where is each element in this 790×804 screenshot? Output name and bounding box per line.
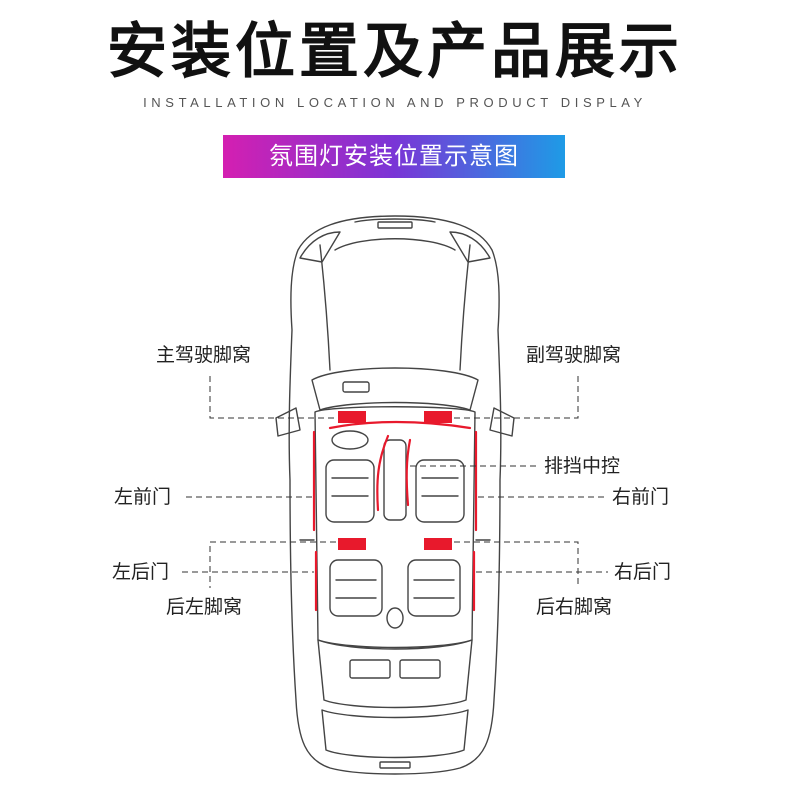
label-driver-footwell: 主驾驶脚窝 — [156, 344, 252, 366]
driver-footwell-light — [338, 411, 366, 423]
front-seat-left-detail — [331, 477, 369, 497]
strip-dashboard — [328, 420, 472, 430]
rear-seat-left — [329, 559, 383, 617]
mirror-left — [275, 407, 301, 437]
page-subtitle: INSTALLATION LOCATION AND PRODUCT DISPLA… — [143, 95, 647, 110]
passenger-footwell-light — [424, 411, 452, 423]
dash-screen — [342, 381, 370, 393]
label-right-rear-door: 右后门 — [614, 561, 672, 583]
headlight-right — [449, 231, 491, 263]
strip-console-left — [376, 434, 390, 512]
hood-center-curve — [334, 238, 456, 251]
diagram-banner: 氛围灯安装位置示意图 — [223, 135, 565, 178]
rear-seat-left-detail — [335, 579, 377, 599]
front-plate — [377, 221, 413, 229]
label-left-rear-door: 左后门 — [112, 561, 170, 583]
hood-left-line — [319, 244, 331, 371]
rear-window-detail-left — [349, 659, 391, 679]
rear-seat-right — [407, 559, 461, 617]
front-seat-right-detail — [421, 477, 459, 497]
interior-frame — [314, 406, 476, 649]
hood-right-line — [459, 244, 471, 371]
leader-lines — [182, 376, 608, 588]
label-left-front-door: 左前门 — [114, 486, 172, 508]
rear-seat-right-detail — [413, 579, 455, 599]
rear-plate — [379, 761, 411, 769]
label-rear-right-footwell: 后右脚窝 — [536, 596, 613, 618]
car-top-view-icon — [275, 215, 515, 775]
footwell-lights — [338, 411, 452, 550]
ambient-strips — [312, 420, 478, 612]
rear-window-detail-right — [399, 659, 441, 679]
front-seat-left — [325, 459, 375, 523]
label-center-console: 排挡中控 — [544, 455, 621, 477]
leader-rear-right-footwell — [454, 541, 579, 588]
label-rear-left-footwell: 后左脚窝 — [166, 596, 243, 618]
rear-hump — [386, 607, 404, 629]
front-seat-right — [415, 459, 465, 523]
headlight-left — [299, 231, 341, 263]
trunk-lid — [321, 709, 469, 759]
rear-window — [317, 639, 473, 709]
rear-right-footwell-light — [424, 538, 452, 550]
car-body-outline — [288, 215, 502, 775]
label-passenger-footwell: 副驾驶脚窝 — [526, 344, 622, 366]
leader-driver-footwell — [209, 376, 336, 419]
page-title: 安装位置及产品展示 — [107, 17, 683, 87]
mirror-right — [489, 407, 515, 437]
label-right-front-door: 右前门 — [612, 486, 670, 508]
steering-wheel — [331, 430, 369, 450]
leader-rear-left-footwell — [209, 541, 336, 588]
front-grille — [354, 218, 436, 223]
strip-console-right — [405, 438, 412, 507]
windshield — [311, 367, 479, 411]
leader-passenger-footwell — [454, 376, 579, 419]
center-console-shape — [383, 439, 407, 521]
rear-left-footwell-light — [338, 538, 366, 550]
